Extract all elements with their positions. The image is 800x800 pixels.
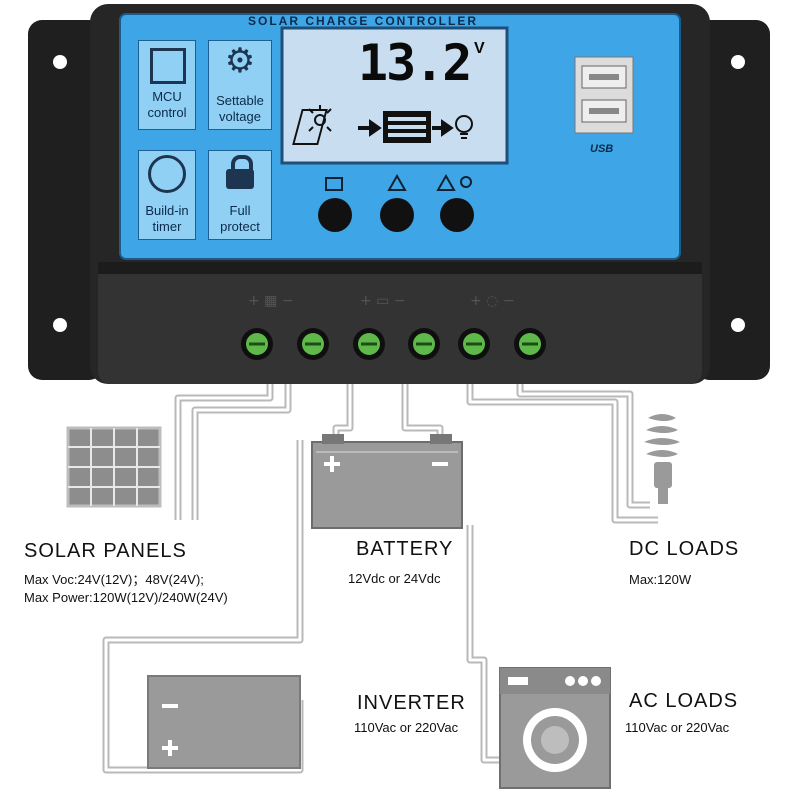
- solar-panel-illustration: [66, 426, 162, 508]
- feature-tile-mcu: MCU control: [138, 40, 196, 130]
- svg-text:+ ▭ −: + ▭ −: [360, 293, 406, 309]
- feature-tile-voltage: ⚙ Settable voltage: [208, 40, 272, 130]
- control-buttons: [318, 173, 474, 232]
- gear-icon: ⚙: [224, 41, 256, 81]
- controller-header: SOLAR CHARGE CONTROLLER: [248, 14, 478, 28]
- clock-icon: [148, 155, 186, 193]
- terminal-housing: [98, 270, 702, 384]
- terminal-symbols: + ▦ − + ▭ − + ◌ −: [248, 293, 515, 309]
- feature-label: Full: [229, 203, 251, 218]
- feature-label: Build-in: [145, 203, 189, 218]
- inverter-illustration: [147, 675, 301, 769]
- lcd-voltage-readout: 13.2: [358, 34, 472, 92]
- ac-loads-voltage: 110Vac or 220Vac: [625, 720, 730, 735]
- feature-label: control: [147, 105, 187, 120]
- svg-text:+ ▦ −: + ▦ −: [248, 293, 294, 309]
- solar-panels-voc: Max Voc:24V(12V)；48V(24V);: [24, 572, 204, 587]
- inverter-voltage: 110Vac or 220Vac: [354, 720, 459, 735]
- battery-illustration: [311, 434, 463, 529]
- feature-tile-protect: Full protect: [208, 150, 272, 240]
- inverter-title: INVERTER: [357, 692, 466, 714]
- lock-icon: [226, 155, 254, 189]
- dc-loads-max: Max:120W: [629, 572, 692, 587]
- solar-panels-title: SOLAR PANELS: [24, 540, 187, 562]
- solar-panels-power: Max Power:120W(12V)/240W(24V): [24, 590, 228, 605]
- bulb-illustration: [644, 414, 680, 504]
- feature-label: MCU: [152, 89, 182, 104]
- feature-tile-timer: Build-in timer: [138, 150, 196, 240]
- chip-icon: [150, 48, 186, 84]
- feature-label: timer: [152, 219, 182, 234]
- usb-ports: [574, 56, 634, 134]
- screw-terminals: [241, 328, 546, 360]
- usb-label: USB: [590, 143, 614, 155]
- ac-loads-title: AC LOADS: [629, 690, 739, 712]
- lcd-voltage-unit: V: [474, 40, 485, 57]
- washing-machine-illustration: [499, 667, 611, 789]
- battery-title: BATTERY: [356, 538, 454, 560]
- feature-label: protect: [220, 219, 260, 234]
- dc-loads-title: DC LOADS: [629, 538, 740, 560]
- feature-label: voltage: [219, 109, 261, 124]
- mount-ears: [28, 20, 770, 380]
- svg-text:+ ◌ −: + ◌ −: [470, 293, 515, 309]
- battery-voltage: 12Vdc or 24Vdc: [348, 571, 441, 586]
- feature-label: Settable: [216, 93, 264, 108]
